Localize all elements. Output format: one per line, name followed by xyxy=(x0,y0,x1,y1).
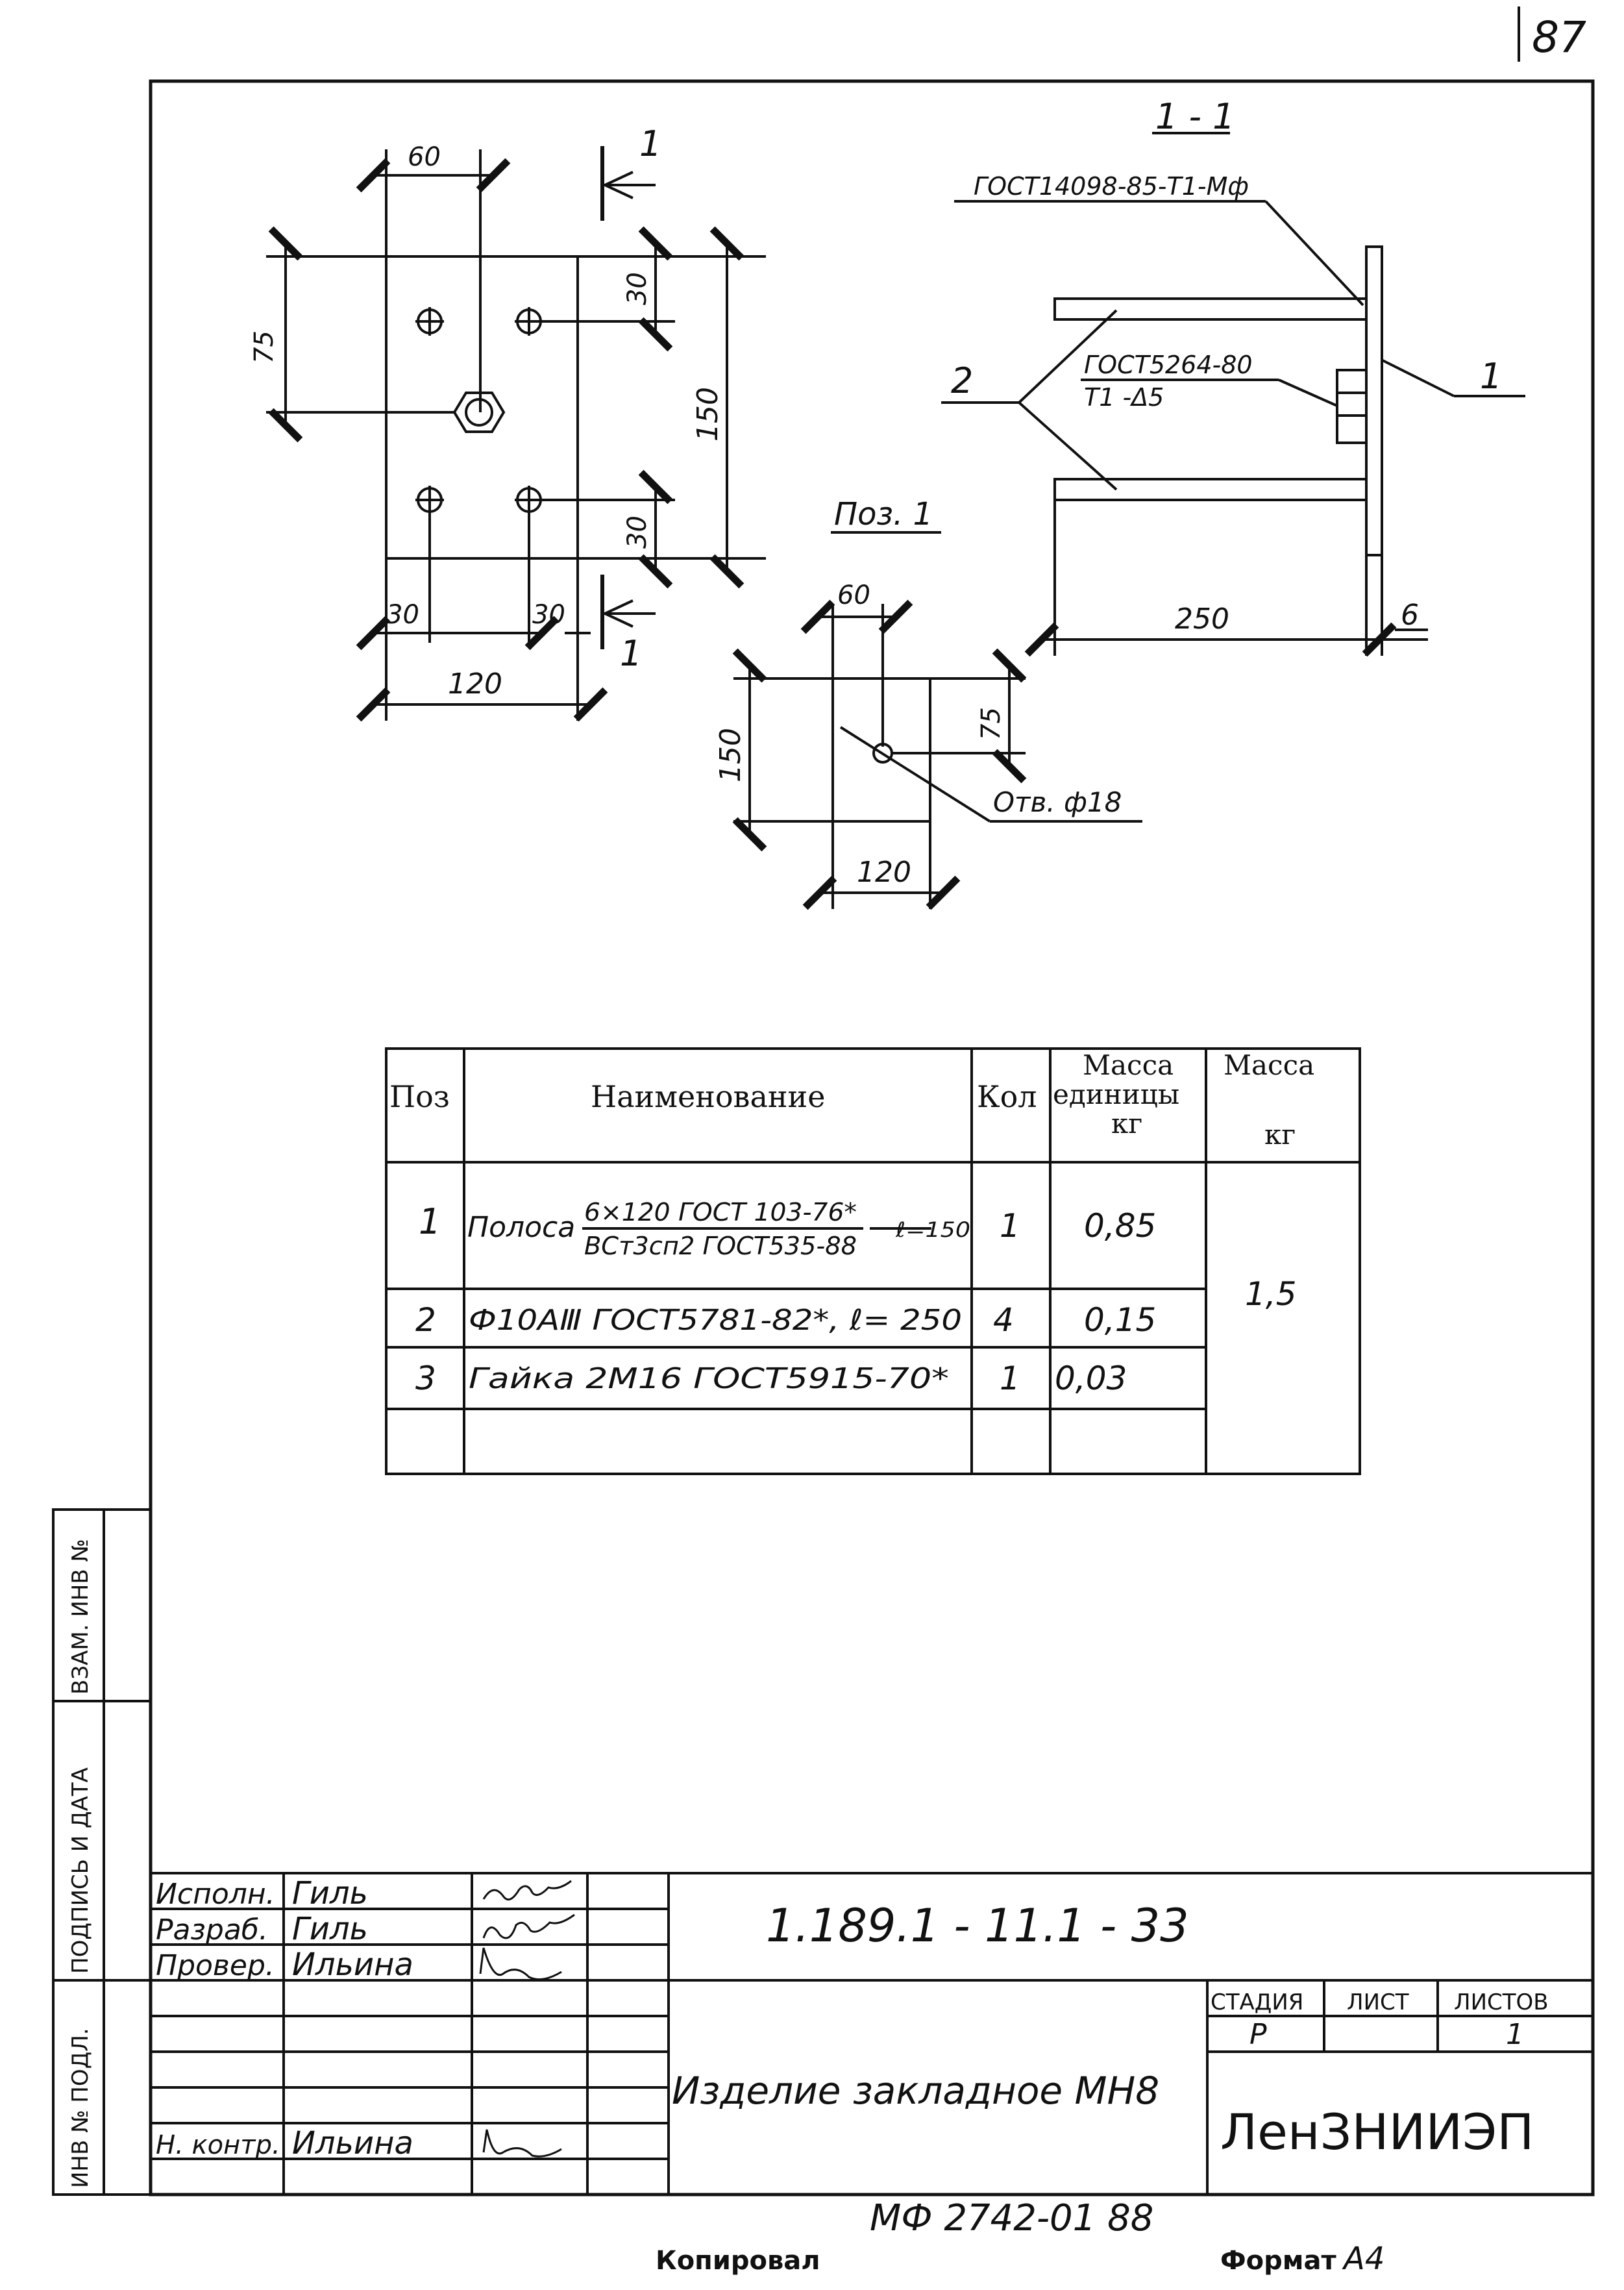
row3-name: Гайка 2М16 ГОСТ5915-70* xyxy=(469,1362,949,1395)
plan-dim-top: 60 xyxy=(408,142,441,172)
plan-section-mark-top: 1 xyxy=(639,123,661,164)
row2-pos: 2 xyxy=(415,1301,436,1339)
footer-format-value: А4 xyxy=(1342,2241,1384,2277)
pos1-dim-right: 75 xyxy=(976,707,1006,740)
footer-format-label: Формат xyxy=(1220,2246,1336,2276)
row2-qty: 4 xyxy=(993,1301,1014,1339)
row1-name-num: 6×120 ГОСТ 103-76* xyxy=(584,1198,857,1226)
row3-qty: 1 xyxy=(1000,1360,1020,1397)
tb-name-2: Ильина xyxy=(292,1947,413,1983)
plan-dim-bottom-right: 30 xyxy=(532,600,565,630)
section-dim-length: 250 xyxy=(1175,603,1229,636)
stamp-inv-orig: ИНВ № ПОДЛ. xyxy=(68,2028,93,2188)
th-qty: Кол xyxy=(977,1079,1037,1114)
pos1-view xyxy=(732,531,1142,910)
row1-unit-mass: 0,85 xyxy=(1084,1207,1156,1245)
plan-dim-bottom-total: 120 xyxy=(448,667,502,701)
th-unit-mass-2: единицы xyxy=(1053,1078,1179,1110)
footer-copied: Копировал xyxy=(656,2246,820,2276)
tb-role-6: Н. контр. xyxy=(156,2130,280,2160)
side-stamp xyxy=(52,1508,152,2196)
section-callout-weld-2: Т1 -Δ5 xyxy=(1084,383,1164,412)
th-pos: Поз xyxy=(389,1079,450,1114)
section-view xyxy=(941,132,1525,657)
row2-unit-mass: 0,15 xyxy=(1084,1301,1156,1339)
th-name: Наименование xyxy=(591,1079,825,1114)
tb-stage-value: Р xyxy=(1249,2018,1267,2051)
tb-stage-label: СТАДИЯ xyxy=(1211,1989,1303,2015)
th-mass-2: кг xyxy=(1264,1119,1296,1151)
section-title: 1 - 1 xyxy=(1155,96,1235,137)
sheet-number-box: 87 xyxy=(1518,6,1586,62)
tb-role-2: Провер. xyxy=(156,1949,275,1982)
plan-dim-right-top: 30 xyxy=(622,272,652,305)
tb-role-0: Исполн. xyxy=(156,1878,275,1911)
tb-name-6: Ильина xyxy=(292,2125,413,2161)
tb-role-1: Разраб. xyxy=(156,1913,268,1947)
tb-sheets-value: 1 xyxy=(1506,2018,1524,2051)
pos1-hole-note: Отв. ф18 xyxy=(993,786,1122,818)
sheet-number: 87 xyxy=(1532,12,1586,62)
spec-table xyxy=(385,1047,1361,1475)
stamp-sign-date: ПОДПИСЬ И ДАТА xyxy=(68,1767,93,1974)
plan-dim-right-total: 150 xyxy=(691,387,724,442)
plan-dim-left: 75 xyxy=(249,330,279,364)
section-pos-2: 2 xyxy=(951,360,973,401)
title-block xyxy=(151,1872,1593,2195)
pos1-dim-bottom: 120 xyxy=(857,856,911,889)
th-mass-1: Масса xyxy=(1224,1049,1314,1081)
footer-code: МФ 2742-01 88 xyxy=(870,2197,1153,2239)
plan-dim-bottom-left: 30 xyxy=(386,600,419,630)
tb-organization: ЛенЗНИИЭП xyxy=(1220,2103,1534,2161)
th-unit-mass-1: Масса xyxy=(1083,1049,1174,1081)
row2-name: Ф10АⅢ ГОСТ5781-82*, ℓ= 250 xyxy=(469,1304,962,1337)
section-dim-thickness: 6 xyxy=(1401,599,1419,632)
pos1-title: Поз. 1 xyxy=(834,496,933,532)
th-unit-mass-3: кг xyxy=(1111,1108,1142,1139)
row3-unit-mass: 0,03 xyxy=(1055,1360,1127,1397)
row3-pos: 3 xyxy=(415,1360,436,1397)
plan-section-mark-bottom: 1 xyxy=(620,633,642,674)
tb-designation: 1.189.1 - 11.1 - 33 xyxy=(766,1899,1189,1952)
tb-sheets-label: ЛИСТОВ xyxy=(1454,1989,1549,2015)
row1-qty: 1 xyxy=(1000,1207,1020,1245)
tb-product-name: Изделие закладное МН8 xyxy=(672,2069,1159,2113)
stamp-inv-exchange: ВЗАМ. ИНВ № xyxy=(68,1539,93,1695)
main-frame xyxy=(149,79,1595,2197)
plan-dim-right-bottom: 30 xyxy=(622,516,652,549)
signatures xyxy=(479,1880,575,2158)
plan-view xyxy=(266,146,766,722)
pos1-dim-left: 150 xyxy=(714,728,747,782)
section-callout-weld-1: ГОСТ5264-80 xyxy=(1084,351,1253,379)
row1-name-den: ВСт3сп2 ГОСТ535-88 xyxy=(584,1232,857,1260)
row1-name-prefix: Полоса xyxy=(467,1211,575,1244)
tb-name-0: Гиль xyxy=(292,1875,368,1911)
tb-name-1: Гиль xyxy=(292,1911,368,1947)
pos1-dim-top: 60 xyxy=(837,580,870,610)
row1-name-suffix: ℓ=150 xyxy=(895,1217,970,1242)
tb-sheet-label: ЛИСТ xyxy=(1347,1989,1409,2015)
section-callout-top: ГОСТ14098-85-Т1-Мф xyxy=(974,172,1249,201)
row1-pos: 1 xyxy=(419,1201,441,1242)
total-mass: 1,5 xyxy=(1245,1275,1297,1313)
section-pos-1: 1 xyxy=(1480,356,1502,397)
